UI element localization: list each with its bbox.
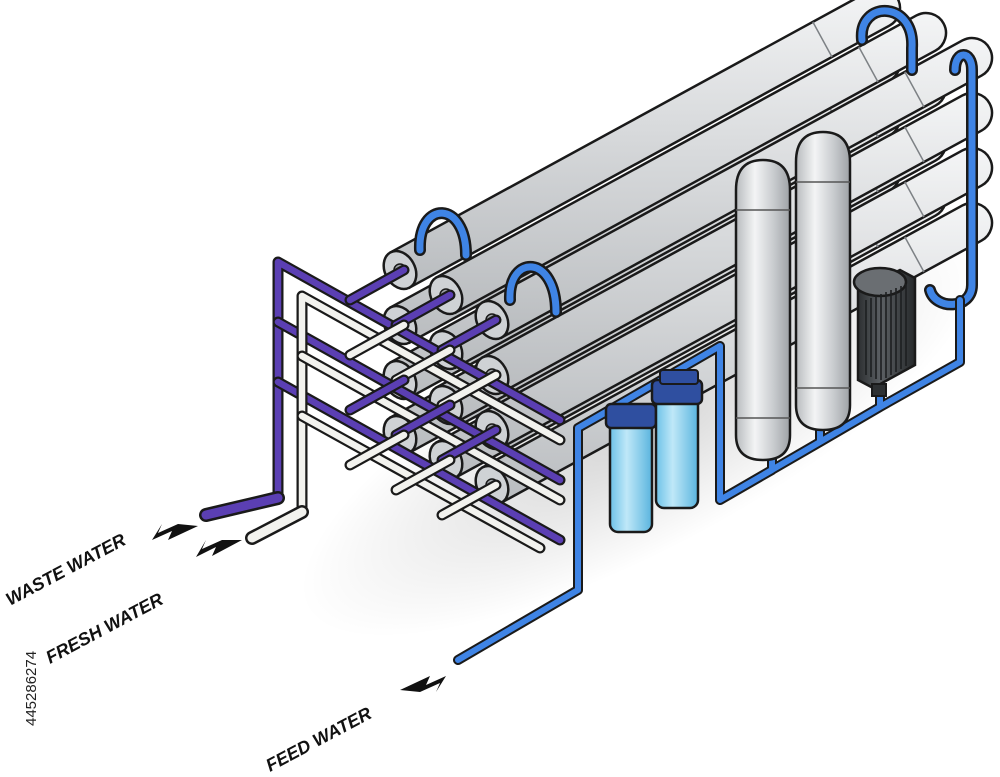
cartridge-filter <box>604 402 658 534</box>
feed-water-label: FEED WATER <box>262 703 374 775</box>
pressure-tank <box>734 158 792 462</box>
pump-motor <box>852 266 917 397</box>
pressure-tank <box>794 130 852 432</box>
manifold-pipe <box>346 376 408 414</box>
outlet-manifold <box>272 256 566 554</box>
manifold-pipe <box>346 321 408 359</box>
feed-water-pipe <box>453 295 965 665</box>
manifold-pipe <box>298 352 564 504</box>
outlet-stubs <box>199 491 309 545</box>
stock-id: 445286274 <box>23 651 40 726</box>
cartridge-filters <box>604 369 704 534</box>
manifold-pipe <box>346 431 408 469</box>
pressure-tanks <box>734 130 852 462</box>
manifold-pipe <box>274 318 564 484</box>
fresh-water-arrow <box>196 540 242 557</box>
waste-water-arrow <box>152 524 198 540</box>
manifold-pipe <box>274 378 564 544</box>
fresh-water-label: FRESH WATER <box>42 589 166 668</box>
manifold-pipe <box>346 266 408 304</box>
u-bend-connectors <box>413 4 978 318</box>
manifold-pipe <box>392 456 454 494</box>
manifold-pipe <box>438 481 500 519</box>
stock-id-watermark: 445286274 <box>23 651 40 726</box>
cartridge-filter <box>650 369 704 510</box>
manifold-pipe <box>274 258 564 502</box>
feed-water-arrow <box>400 676 446 692</box>
